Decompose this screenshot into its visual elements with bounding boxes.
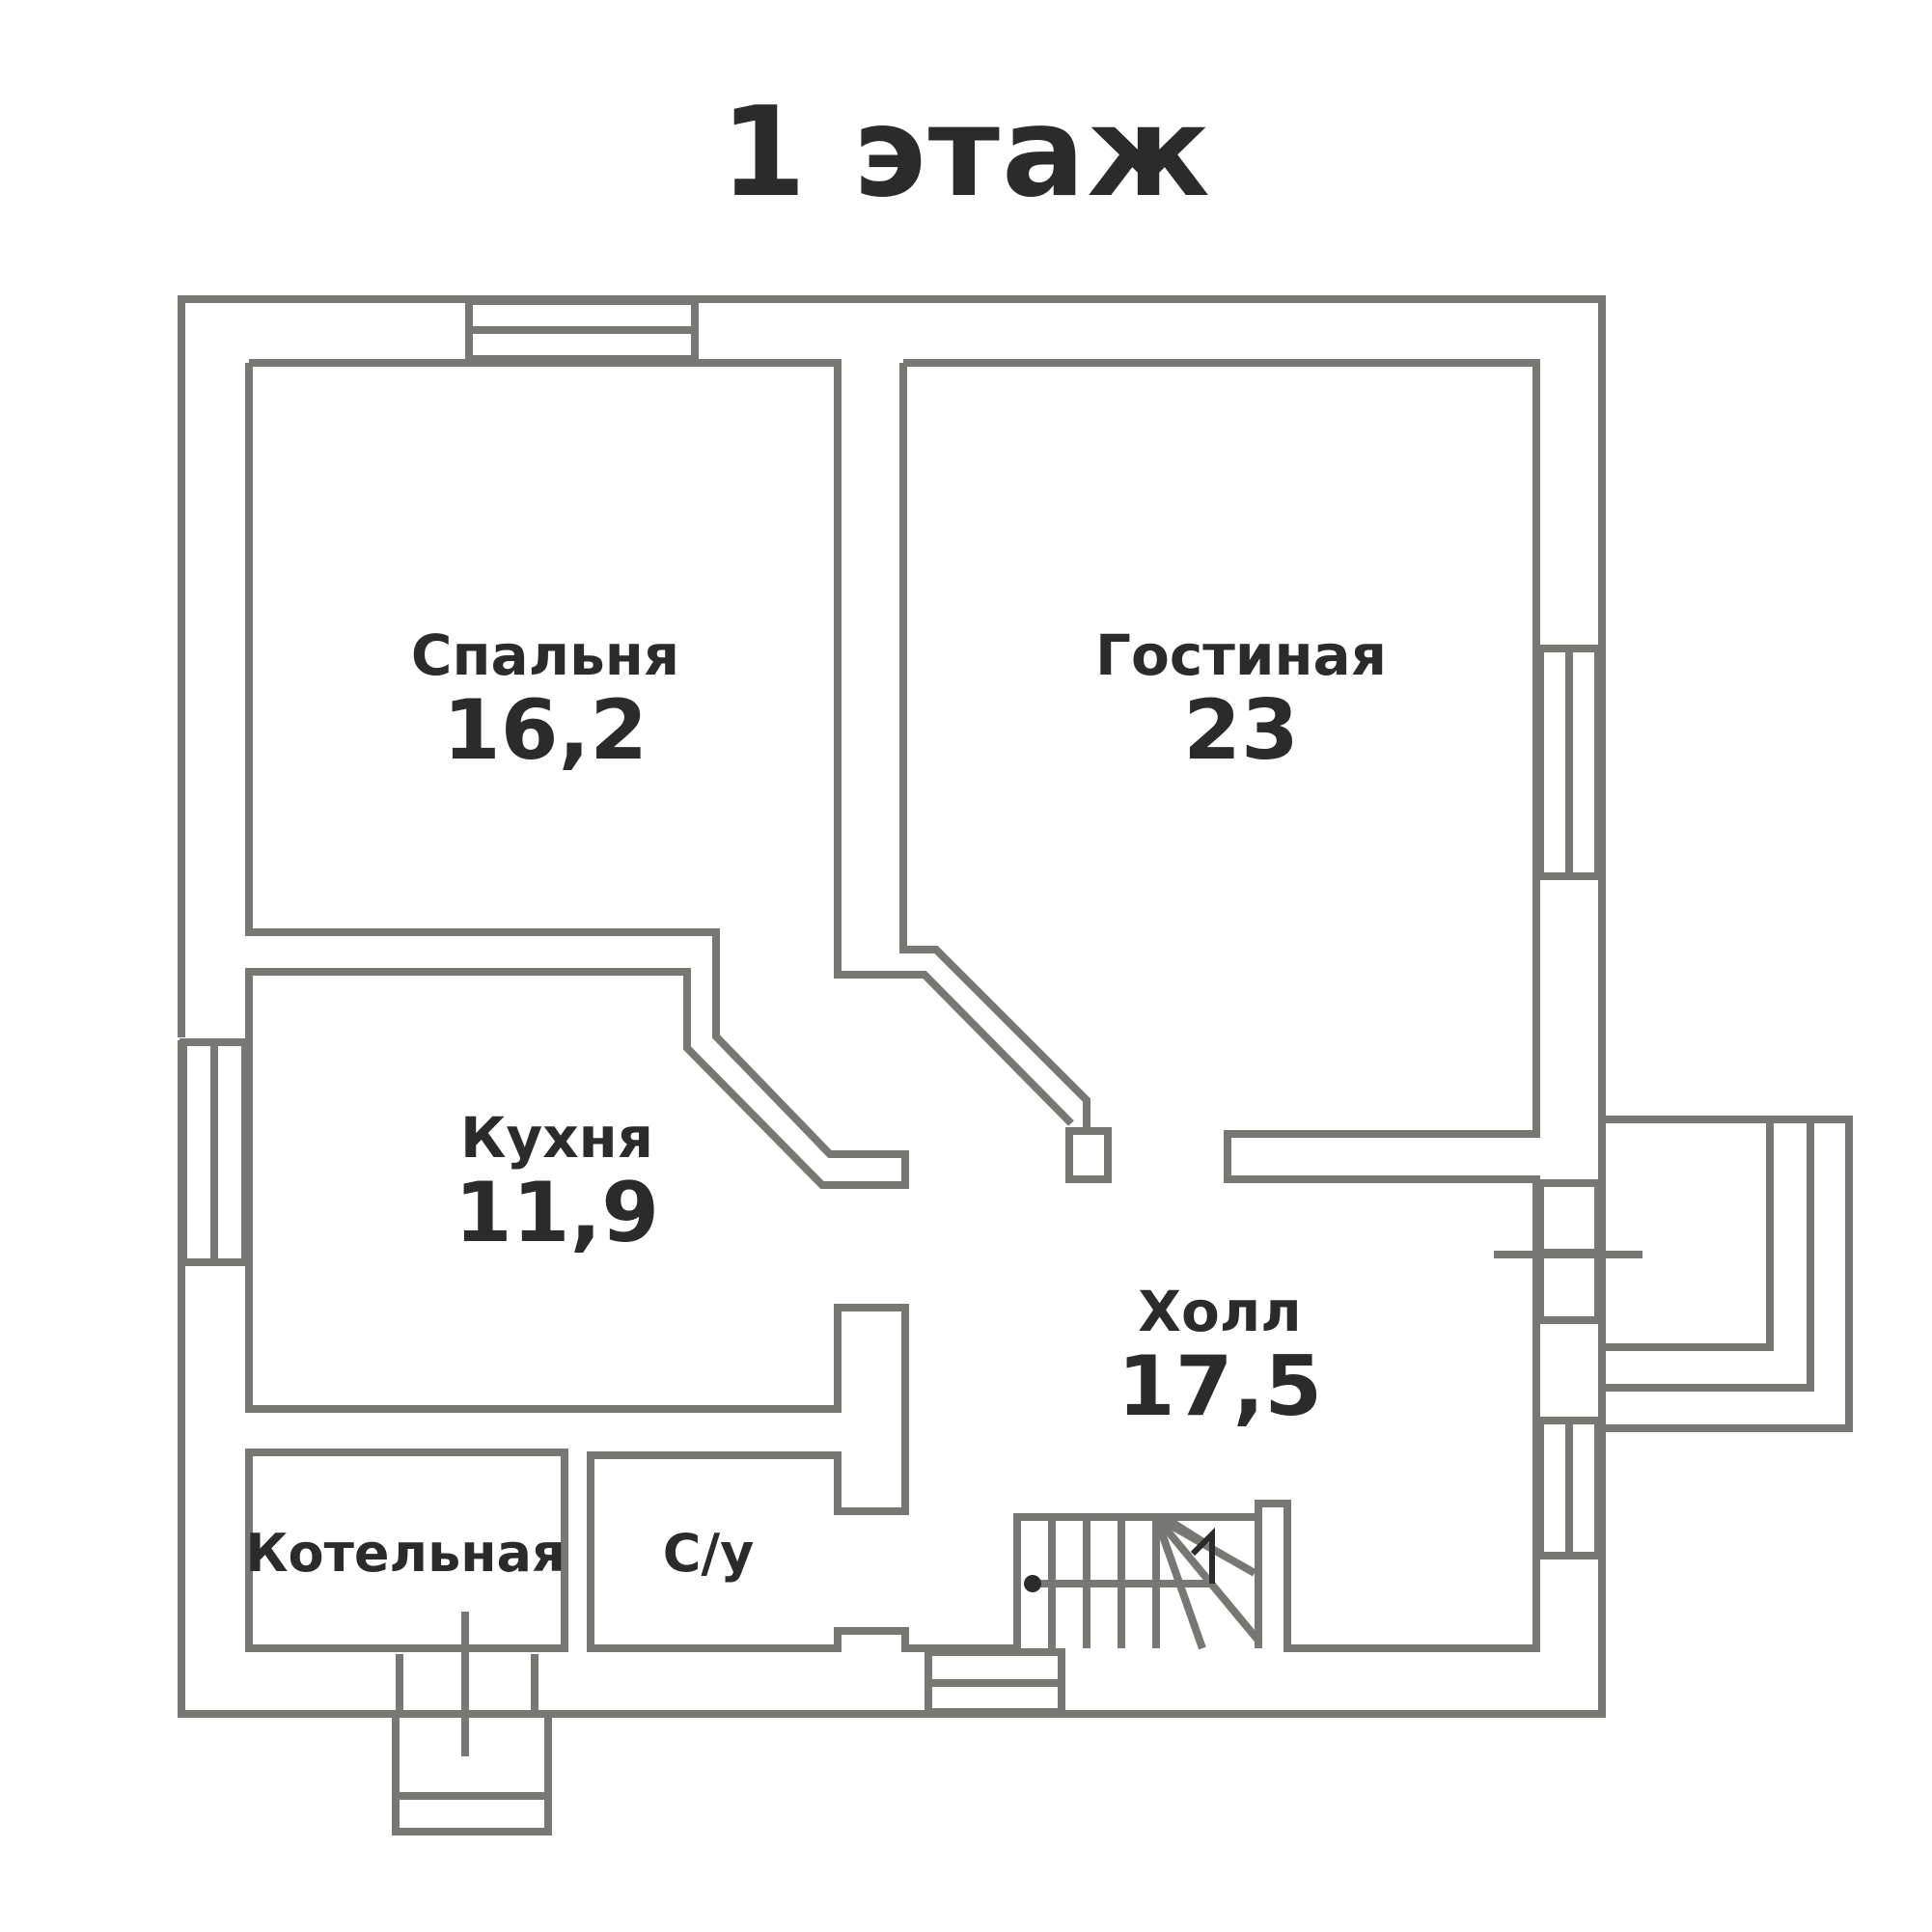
living-area: 23 — [1183, 681, 1299, 779]
living-name: Гостиная — [1095, 622, 1387, 688]
stair-start-dot — [1024, 1575, 1041, 1592]
hall-name: Холл — [1138, 1279, 1302, 1344]
living-corner — [899, 363, 1112, 1183]
hall-area: 17,5 — [1117, 1338, 1323, 1435]
right-porch — [1606, 1116, 1853, 1432]
boiler-name: Котельная — [245, 1523, 566, 1584]
bedroom-lower — [245, 363, 1016, 1652]
room-bedroom: Спальня 16,2 — [410, 622, 680, 779]
room-living: Гостиная 23 — [1095, 622, 1387, 779]
bedroom-name: Спальня — [410, 622, 680, 688]
wc-name: С/у — [662, 1523, 755, 1584]
living-diag — [903, 971, 1074, 1126]
outer-wall-outline — [178, 295, 1606, 1718]
room-kitchen: Кухня 11,9 — [454, 1105, 660, 1261]
boiler-room-wall — [245, 1449, 568, 1652]
stair-arrow — [1190, 1527, 1215, 1584]
floor-title: 1 этаж — [720, 81, 1212, 225]
kitchen-name: Кухня — [460, 1105, 653, 1171]
living-outline — [903, 359, 1540, 1652]
room-wc: С/у — [662, 1523, 755, 1584]
room-hall: Холл 17,5 — [1117, 1279, 1323, 1435]
bottom-porch — [392, 1718, 552, 1835]
bedroom-area: 16,2 — [442, 681, 649, 779]
room-boiler: Котельная — [245, 1523, 566, 1584]
kitchen-area: 11,9 — [454, 1164, 660, 1261]
staircase — [1013, 1513, 1262, 1648]
